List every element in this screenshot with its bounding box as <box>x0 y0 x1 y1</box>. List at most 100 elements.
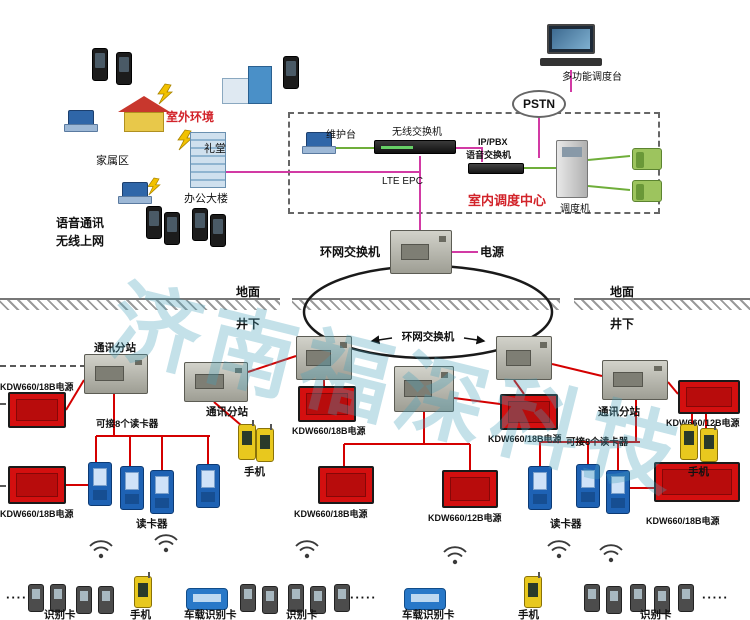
wifi-icon <box>295 540 319 560</box>
family-area-label: 家属区 <box>96 155 129 167</box>
id-card-label: 识别卡 <box>286 609 318 620</box>
ground-hatch-left <box>0 298 280 310</box>
power-18b-label: KDW660/18B电源 <box>0 509 74 519</box>
substation-label: 通讯分站 <box>94 342 136 354</box>
red-power-links <box>65 355 707 489</box>
ground-label: 地面 <box>610 285 635 299</box>
mine-phone-icon <box>524 572 542 608</box>
underground-label: 井下 <box>610 317 635 331</box>
mine-phone-icon <box>256 424 274 462</box>
card-reader-icon <box>576 464 600 508</box>
id-card-icon <box>28 584 44 612</box>
mobile-phone-icon <box>192 208 208 241</box>
office-building-icon <box>190 132 226 188</box>
auditorium-building <box>222 78 252 104</box>
power-12b-label: KDW660/12B电源 <box>428 513 502 523</box>
pstn-cloud: PSTN <box>512 90 566 118</box>
power-box-icon <box>654 462 740 502</box>
underground-label: 井下 <box>236 317 261 331</box>
maintenance-label: 维护台 <box>326 130 356 141</box>
card-reader-icon <box>88 462 112 506</box>
mine-phone-icon <box>134 572 152 608</box>
id-card-icon <box>584 584 600 612</box>
wifi-icon <box>89 540 113 560</box>
auditorium-icon <box>222 62 272 104</box>
power-18b-label: KDW660/18B电源 <box>488 434 562 444</box>
mine-phone-icon <box>700 424 718 462</box>
house-body <box>124 112 164 132</box>
voice-switch-icon <box>468 163 524 174</box>
magenta-links <box>226 70 572 253</box>
card-reader-icon <box>120 466 144 510</box>
laptop-icon <box>118 182 152 206</box>
ring-label-arrows <box>370 335 486 345</box>
ring-switch-icon <box>394 366 454 412</box>
outdoor-env-label: 室外环境 <box>166 110 215 124</box>
id-card-icon <box>50 584 66 612</box>
ground-hatch-middle <box>292 298 560 310</box>
underground-ring-switch-label: 环网交换机 <box>401 331 455 343</box>
voice-switch-label: 语音交换机 <box>466 150 512 160</box>
card-reader-icon <box>196 464 220 508</box>
house-icon <box>118 96 170 134</box>
power-box-icon <box>8 466 66 504</box>
mobile-phone-icon <box>116 52 132 85</box>
surface-ring-switch-label: 环网交换机 <box>320 245 381 259</box>
id-card-icon <box>334 584 350 612</box>
ip-pbx-label: IP/PBX <box>478 137 508 147</box>
id-card-icon <box>310 586 326 614</box>
mine-phone-icon <box>238 420 256 460</box>
dispatcher-label: 调度机 <box>560 204 590 215</box>
id-card-icon <box>288 584 304 612</box>
power-box-icon <box>500 394 558 430</box>
phone-label: 手机 <box>244 466 265 478</box>
vehicle-card-label: 车载识别卡 <box>402 609 455 620</box>
pstn-label: PSTN <box>522 97 555 111</box>
power-18b-label: KDW660/18B电源 <box>292 426 366 436</box>
power-18b-label: KDW660/18B电源 <box>294 509 368 519</box>
lte-epc-label: LTE EPC <box>382 176 423 187</box>
vehicle-reader-icon <box>186 588 228 610</box>
wifi-icon <box>599 544 623 564</box>
id-card-icon <box>678 584 694 612</box>
ring-switch-icon <box>296 336 352 380</box>
voice-comm-label: 语音通讯 <box>56 216 105 230</box>
id-card-label: 识别卡 <box>44 609 76 620</box>
mobile-phone-icon <box>283 56 299 89</box>
power-box-icon <box>298 386 356 422</box>
wifi-icon <box>443 546 467 566</box>
laptop-icon <box>64 110 98 134</box>
power-12b-label: KDW660/12B电源 <box>666 418 740 428</box>
vehicle-card-label: 车载识别卡 <box>184 609 237 620</box>
dispatch-console-icon <box>540 24 602 66</box>
phone-label: 手机 <box>518 609 539 620</box>
ellipsis: ····· <box>350 590 377 605</box>
wifi-icons <box>89 534 623 566</box>
substation-icon <box>184 362 248 402</box>
office-building-label: 办公大楼 <box>184 193 228 205</box>
console-screen <box>547 24 595 54</box>
ground-label: 地面 <box>236 285 261 299</box>
auditorium-label: 礼堂 <box>204 143 226 155</box>
power-18b-label: KDW660/18B电源 <box>646 516 720 526</box>
house-roof <box>118 96 170 112</box>
desk-phone-icon <box>632 148 662 170</box>
green-links <box>332 147 631 191</box>
mobile-phone-icon <box>92 48 108 81</box>
id-card-icon <box>98 586 114 614</box>
ellipsis: ····· <box>702 590 729 605</box>
power-box-icon <box>318 466 374 504</box>
substation-icon <box>602 360 668 400</box>
power-box-icon <box>442 470 498 508</box>
id-card-icon <box>606 586 622 614</box>
power-18b-label: KDW660/18B电源 <box>0 382 74 392</box>
card-reader-icon <box>150 470 174 514</box>
ground-hatch-right <box>574 298 750 310</box>
mobile-phone-icon <box>164 212 180 245</box>
reader-label: 读卡器 <box>136 518 168 530</box>
phone-label: 手机 <box>688 466 709 478</box>
id-card-icon <box>262 586 278 614</box>
auditorium-tower <box>248 66 272 104</box>
